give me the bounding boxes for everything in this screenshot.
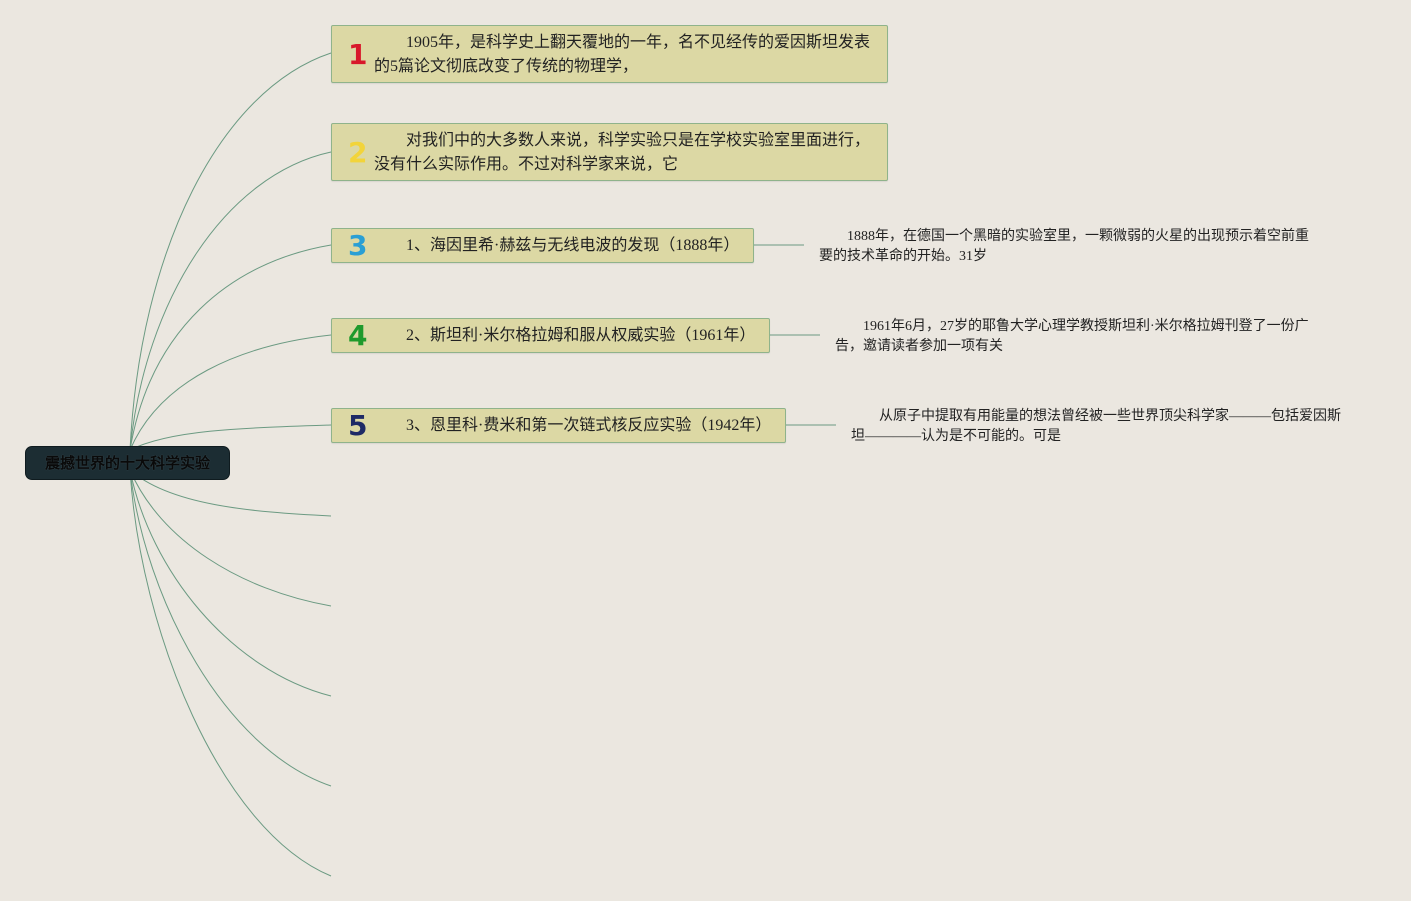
topic-text-2: 对我们中的大多数人来说，科学实验只是在学校实验室里面进行，没有什么实际作用。不过… — [374, 132, 871, 173]
connector-8 — [129, 469, 332, 697]
note-3: 1888年，在德国一个黑暗的实验室里，一颗微弱的火星的出现预示着空前重要的技术革… — [819, 229, 1309, 264]
connector-1 — [129, 52, 332, 451]
connector-2 — [129, 151, 332, 451]
note-4: 1961年6月，27岁的耶鲁大学心理学教授斯坦利·米尔格拉姆刊登了一份广告，邀请… — [835, 319, 1309, 354]
number-badge-2: 2 — [348, 136, 368, 169]
note-5: 从原子中提取有用能量的想法曾经被一些世界顶尖科学家———包括爱因斯坦————认为… — [851, 409, 1341, 444]
topic-node-3[interactable]: 3 1、海因里希·赫兹与无线电波的发现（1888年） — [331, 228, 754, 263]
connector-5 — [129, 424, 332, 451]
connector-3 — [129, 244, 332, 451]
connector-10 — [129, 469, 332, 877]
topic-node-1[interactable]: 1 1905年，是科学史上翻天覆地的一年，名不见经传的爱因斯坦发表的5篇论文彻底… — [331, 25, 888, 83]
number-badge-3: 3 — [348, 229, 368, 262]
connector-4 — [129, 334, 332, 451]
topic-node-4[interactable]: 4 2、斯坦利·米尔格拉姆和服从权威实验（1961年） — [331, 318, 770, 353]
topic-text-5: 3、恩里科·费米和第一次链式核反应实验（1942年） — [406, 417, 772, 434]
topic-node-5[interactable]: 5 3、恩里科·费米和第一次链式核反应实验（1942年） — [331, 408, 786, 443]
topic-text-4: 2、斯坦利·米尔格拉姆和服从权威实验（1961年） — [406, 327, 756, 344]
number-badge-5: 5 — [348, 409, 368, 442]
topic-text-3: 1、海因里希·赫兹与无线电波的发现（1888年） — [406, 237, 740, 254]
root-topic[interactable]: 震撼世界的十大科学实验 — [25, 446, 230, 480]
connector-7 — [129, 469, 332, 607]
topic-node-2[interactable]: 2 对我们中的大多数人来说，科学实验只是在学校实验室里面进行，没有什么实际作用。… — [331, 123, 888, 181]
connector-9 — [129, 469, 332, 787]
number-badge-4: 4 — [348, 319, 368, 352]
connector-6 — [129, 469, 332, 517]
topic-text-1: 1905年，是科学史上翻天覆地的一年，名不见经传的爱因斯坦发表的5篇论文彻底改变… — [374, 34, 871, 75]
number-badge-1: 1 — [348, 38, 368, 71]
